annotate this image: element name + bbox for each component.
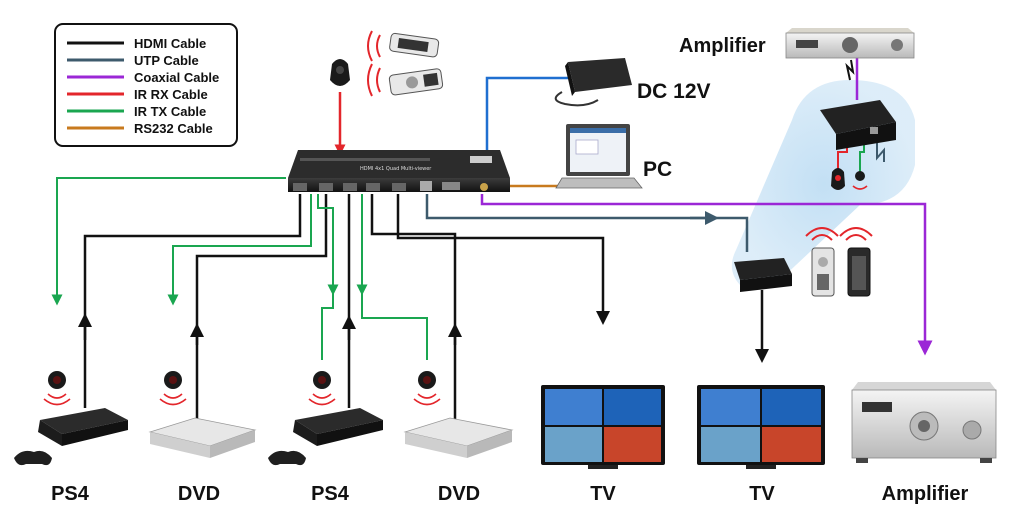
hdbaset-receiver-middle <box>734 258 792 292</box>
remote-icon <box>389 32 440 58</box>
ir-signal-icon <box>367 30 381 62</box>
pc-label: PC <box>643 158 672 181</box>
hdbaset-receiver-top <box>820 100 896 150</box>
power-adapter-icon <box>554 58 632 107</box>
legend-label: HDMI Cable <box>134 36 206 51</box>
legend-item-hdmi: HDMI Cable <box>67 36 206 51</box>
legend-item-ir-rx: IR RX Cable <box>67 87 208 102</box>
remote-controls-right <box>805 227 873 297</box>
ir-emitter-top-tx <box>852 171 868 190</box>
laptop-icon <box>555 124 643 189</box>
legend-box <box>54 23 238 147</box>
coaxial-cable-main <box>480 194 933 356</box>
amplifier-bottom-icon <box>851 382 997 463</box>
ir-tx-cable-1 <box>51 177 286 306</box>
remote-controls-top <box>367 30 444 97</box>
receiver-ir-tx-cable <box>859 140 865 172</box>
legend: HDMI Cable UTP Cable Coaxial Cable IR RX… <box>54 23 238 147</box>
ir-receiver-eye <box>330 59 350 86</box>
ps4-console-2 <box>268 408 383 466</box>
ir-emitter-ps4-2 <box>308 371 336 406</box>
ir-emitter-dvd-2 <box>413 371 441 406</box>
ir-tx-cable-2 <box>167 194 312 306</box>
dvd-player-1 <box>148 417 257 458</box>
tv-1 <box>541 385 665 469</box>
coax-port <box>480 183 488 191</box>
hdmi-cable-ps4-1 <box>83 194 302 408</box>
hdmi-multiviewer-switcher: HDMI 4x1 Quad Multi-viewer <box>288 150 510 192</box>
rj45-port <box>420 181 432 191</box>
dvd-label-1: DVD <box>178 483 220 505</box>
dc-power-cable <box>485 76 568 182</box>
hdmi-cable-dvd-2 <box>370 194 457 420</box>
tv-label-2: TV <box>749 483 775 505</box>
ir-signal-icon <box>367 63 381 97</box>
legend-label: IR TX Cable <box>134 104 206 119</box>
legend-item-coaxial: Coaxial Cable <box>67 70 219 85</box>
legend-label: Coaxial Cable <box>134 70 219 85</box>
ps4-label-1: PS4 <box>51 483 90 505</box>
gamepad-icon <box>14 450 52 466</box>
ps4-label-2: PS4 <box>311 483 350 505</box>
legend-item-rs232: RS232 Cable <box>67 121 213 136</box>
receiver-utp-stub <box>876 140 885 162</box>
ir-signal-icon <box>839 227 873 241</box>
hdmi-in-port-1 <box>293 183 307 191</box>
legend-item-ir-tx: IR TX Cable <box>67 104 206 119</box>
utp-cable <box>425 194 749 252</box>
hdmi-cable-tv1 <box>396 194 610 325</box>
ps4-console-1 <box>14 408 128 466</box>
hdmi-out-port <box>392 183 406 191</box>
hdmi-cable-dvd-1 <box>195 194 328 420</box>
legend-label: RS232 Cable <box>134 121 213 136</box>
ir-eye-top-rx <box>831 168 845 190</box>
dc-power-label: DC 12V <box>637 80 711 103</box>
ir-tx-cable-4 <box>361 194 428 360</box>
hdmi-in-port-4 <box>366 183 380 191</box>
tv-label-1: TV <box>590 483 616 505</box>
ir-emitter-dvd-1 <box>159 371 187 406</box>
dvd-player-2 <box>403 417 514 458</box>
remote-icon <box>388 68 444 96</box>
legend-label: UTP Cable <box>134 53 199 68</box>
switcher-faceplate-text: HDMI 4x1 Quad Multi-viewer <box>360 166 432 172</box>
hdmi-in-port-2 <box>319 183 333 191</box>
ir-tx-cable-3 <box>317 194 334 360</box>
ir-emitter-ps4-1 <box>43 371 71 406</box>
tv-2 <box>697 385 825 469</box>
dvd-label-2: DVD <box>438 483 480 505</box>
amplifier-top-label: Amplifier <box>679 35 766 57</box>
amplifier-bottom-label: Amplifier <box>882 483 969 505</box>
legend-label: IR RX Cable <box>134 87 208 102</box>
amplifier-top-icon <box>785 28 915 59</box>
ir-signal-icon <box>805 227 839 241</box>
rs232-port <box>442 182 460 190</box>
legend-item-utp: UTP Cable <box>67 53 199 68</box>
hdmi-in-port-3 <box>343 183 357 191</box>
gamepad-icon <box>268 450 306 466</box>
